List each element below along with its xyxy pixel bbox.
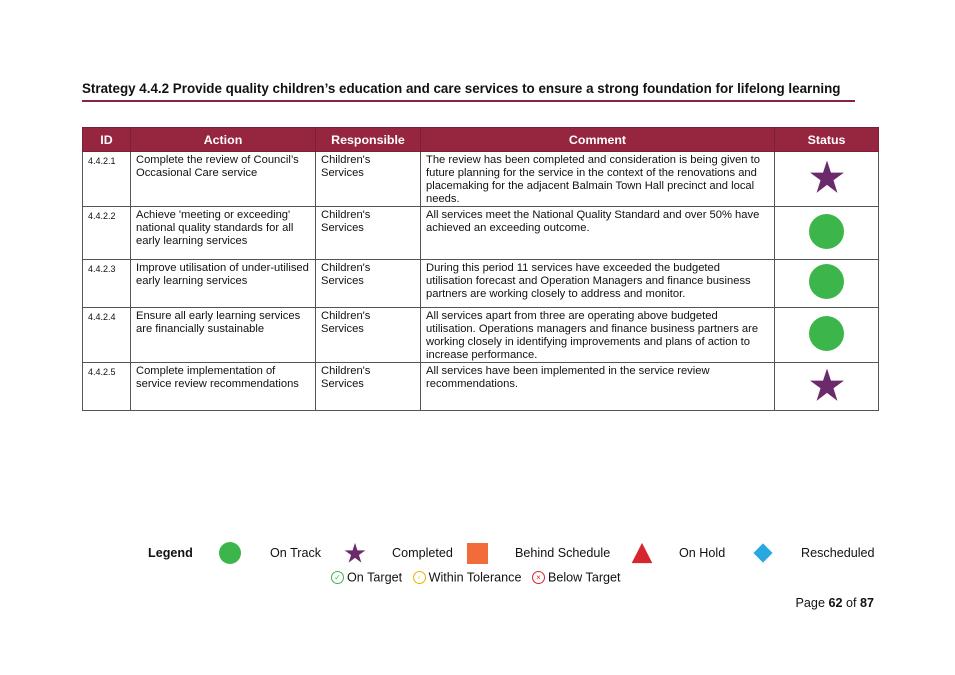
on-track-circle-icon: [219, 542, 241, 564]
page-number: Page 62 of 87: [796, 596, 874, 610]
col-header-id: ID: [82, 127, 131, 152]
legend-completed-label: Completed: [392, 546, 453, 560]
row-comment: All services meet the National Quality S…: [420, 206, 775, 260]
on-track-circle-icon: [809, 264, 844, 299]
legend-title: Legend: [148, 546, 193, 560]
actions-table: ID Action Responsible Comment Status 4.4…: [82, 127, 879, 411]
heading-divider: [82, 100, 855, 102]
row-status: [774, 307, 879, 363]
legend-below-target-label: Below Target: [547, 570, 621, 585]
strategy-heading: Strategy 4.4.2 Provide quality children’…: [82, 81, 841, 96]
table-header-row: ID Action Responsible Comment Status: [82, 127, 879, 152]
row-responsible: Children's Services: [315, 362, 421, 411]
legend-within-tolerance-label: Within Tolerance: [428, 570, 522, 585]
row-responsible: Children's Services: [315, 259, 421, 308]
col-header-responsible: Responsible: [315, 127, 421, 152]
target-legend: ✓On Target ◦Within Tolerance ×Below Targ…: [331, 570, 621, 585]
row-action: Ensure all early learning services are f…: [130, 307, 316, 363]
page-current: 62: [828, 596, 843, 610]
page-prefix: Page: [795, 596, 825, 610]
row-status: [774, 362, 879, 411]
table-row: 4.4.2.3 Improve utilisation of under-uti…: [82, 259, 879, 308]
row-status: [774, 206, 879, 260]
table-row: 4.4.2.5 Complete implementation of servi…: [82, 362, 879, 411]
legend-behind-schedule-label: Behind Schedule: [515, 546, 611, 560]
legend-on-target-label: On Target: [347, 570, 403, 585]
table-row: 4.4.2.2 Achieve 'meeting or exceeding' n…: [82, 206, 879, 260]
row-status: [774, 259, 879, 308]
row-status: [774, 151, 879, 207]
below-target-cross-icon: ×: [531, 571, 545, 585]
col-header-comment: Comment: [420, 127, 775, 152]
row-responsible: Children's Services: [315, 206, 421, 260]
page-of: of: [845, 596, 857, 610]
row-responsible: Children's Services: [315, 307, 421, 363]
legend-on-track-label: On Track: [270, 546, 322, 560]
col-header-action: Action: [130, 127, 316, 152]
on-track-circle-icon: [809, 315, 844, 351]
page-total: 87: [859, 596, 874, 610]
row-action: Complete implementation of service revie…: [130, 362, 316, 411]
row-action: Complete the review of Council’s Occasio…: [130, 151, 316, 207]
row-id: 4.4.2.1: [82, 151, 131, 207]
on-track-circle-icon: [809, 213, 844, 249]
on-target-check-icon: ✓: [331, 571, 344, 585]
row-comment: The review has been completed and consid…: [420, 151, 775, 207]
row-id: 4.4.2.5: [82, 362, 131, 411]
on-hold-triangle-icon: [631, 542, 653, 564]
table-row: 4.4.2.1 Complete the review of Council’s…: [82, 151, 879, 207]
row-comment: During this period 11 services have exce…: [420, 259, 775, 308]
completed-star-icon: [809, 367, 844, 401]
row-id: 4.4.2.4: [82, 307, 131, 363]
row-action: Improve utilisation of under-utilised ea…: [130, 259, 316, 308]
within-tolerance-icon: ◦: [412, 571, 426, 585]
completed-star-icon: [344, 542, 366, 563]
row-comment: All services have been implemented in th…: [420, 362, 775, 411]
legend-rescheduled-label: Rescheduled: [801, 546, 875, 560]
row-responsible: Children's Services: [315, 151, 421, 207]
behind-schedule-square-icon: [467, 543, 488, 564]
legend-on-hold-label: On Hold: [679, 546, 726, 560]
row-id: 4.4.2.3: [82, 259, 131, 308]
table-row: 4.4.2.4 Ensure all early learning servic…: [82, 307, 879, 363]
rescheduled-diamond-icon: [753, 543, 773, 563]
row-action: Achieve 'meeting or exceeding' national …: [130, 206, 316, 260]
status-legend: Legend On Track Completed Behind Schedul…: [0, 541, 955, 565]
row-comment: All services apart from three are operat…: [420, 307, 775, 363]
row-id: 4.4.2.2: [82, 206, 131, 260]
completed-star-icon: [809, 160, 844, 193]
col-header-status: Status: [774, 127, 879, 152]
